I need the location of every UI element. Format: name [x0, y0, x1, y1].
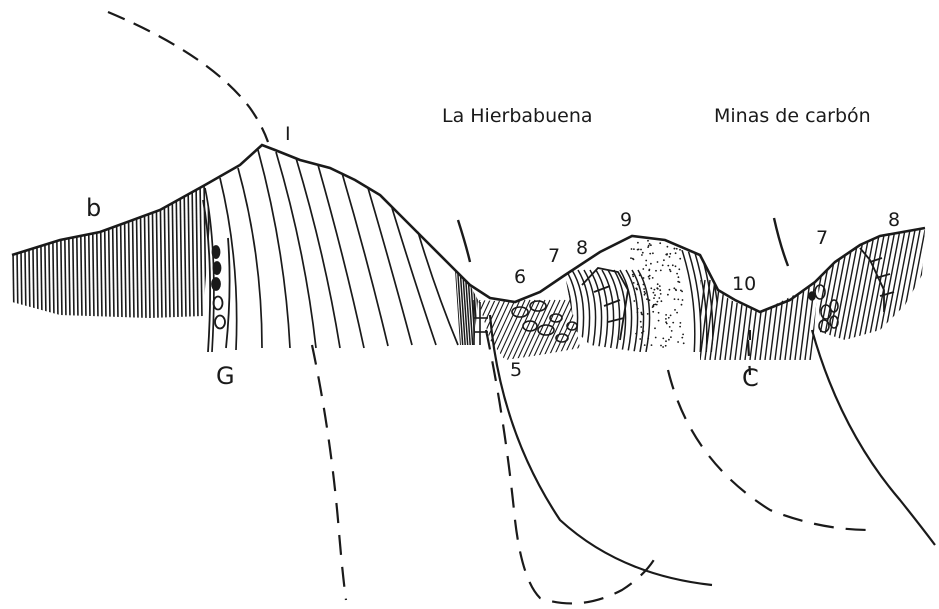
unit-7-8-9-strata: [560, 250, 737, 356]
unit-b-hatching: [12, 180, 210, 320]
unit-label-9: 9: [620, 209, 632, 231]
pale-blocks-1: [474, 300, 488, 345]
conglomerate-column-G: [203, 200, 230, 352]
unit-label-6: 6: [514, 266, 526, 288]
fold-trace-dashed-I: [312, 345, 346, 600]
fold-trace-dashed-10: [668, 370, 870, 530]
dotted-sandstone-9: [630, 240, 685, 348]
fold-trace-dashed-upper: [108, 12, 268, 142]
unit-label-I: I: [285, 123, 291, 145]
unit-label-8-right: 8: [888, 209, 900, 231]
unit-5-6-valley: [430, 300, 600, 365]
fold-trace-solid-right: [812, 330, 935, 545]
place-label-hierbabuena: La Hierbabuena: [442, 105, 593, 127]
unit-label-b: b: [86, 194, 101, 222]
place-label-minas: Minas de carbón: [714, 105, 871, 127]
unit-label-C: C: [742, 364, 759, 392]
fault-mark-right: [774, 218, 788, 266]
fold-trace-solid-syncline: [490, 315, 712, 585]
unit-I-strata: [205, 150, 458, 352]
unit-label-G: G: [216, 362, 235, 390]
unit-label-8-left: 8: [576, 237, 588, 259]
unit-label-7-left: 7: [548, 245, 560, 267]
fault-mark-left: [458, 220, 470, 262]
unit-label-7-right: 7: [816, 227, 828, 249]
unit-label-5: 5: [510, 359, 522, 381]
unit-label-10: 10: [732, 273, 756, 295]
